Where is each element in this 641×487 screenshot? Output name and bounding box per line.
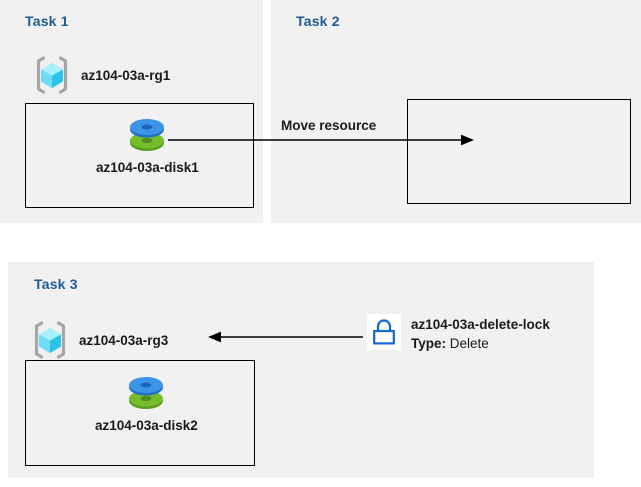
lock-icon	[367, 314, 401, 350]
resource-group-boundary-task-2	[407, 99, 631, 204]
resource-group-boundary-task-3	[25, 360, 255, 466]
managed-disk-icon	[95, 372, 198, 414]
resource-group-icon	[30, 320, 70, 360]
disk-node-disk1-task-1: az104-03a-disk1	[96, 114, 199, 175]
arrow-move-resource	[168, 134, 474, 146]
arrow-label-move-resource: Move resource	[281, 118, 377, 133]
disk-node-disk2-task-3: az104-03a-disk2	[95, 372, 198, 433]
disk-label-disk2-task-3: az104-03a-disk2	[95, 418, 198, 433]
panel-title-task-1: Task 1	[25, 13, 69, 29]
delete-lock-node: az104-03a-delete-lock Type: Delete	[367, 314, 550, 352]
panel-task-2: Task 2 az104-03a-rg2	[271, 0, 641, 223]
panel-title-task-3: Task 3	[34, 276, 78, 292]
disk-label-disk1-task-1: az104-03a-disk1	[96, 160, 199, 175]
resource-group-node-rg1: az104-03a-rg1	[32, 55, 170, 95]
resource-group-icon	[32, 55, 72, 95]
panel-title-task-2: Task 2	[296, 13, 340, 29]
delete-lock-type: Type: Delete	[411, 335, 550, 353]
resource-group-label-rg1: az104-03a-rg1	[81, 67, 171, 83]
arrow-delete-lock	[208, 331, 363, 343]
resource-group-boundary-task-1	[25, 103, 254, 208]
resource-group-label-rg3: az104-03a-rg3	[79, 332, 169, 348]
resource-group-node-rg3: az104-03a-rg3	[30, 320, 168, 360]
managed-disk-icon	[96, 114, 199, 156]
delete-lock-text: az104-03a-delete-lock Type: Delete	[411, 314, 550, 352]
panel-task-3: Task 3	[8, 262, 594, 478]
delete-lock-type-value: Delete	[449, 335, 489, 351]
delete-lock-type-label: Type:	[411, 335, 447, 351]
panel-task-1: Task 1 az104-03a-rg1	[0, 0, 263, 223]
delete-lock-name: az104-03a-delete-lock	[411, 317, 550, 332]
